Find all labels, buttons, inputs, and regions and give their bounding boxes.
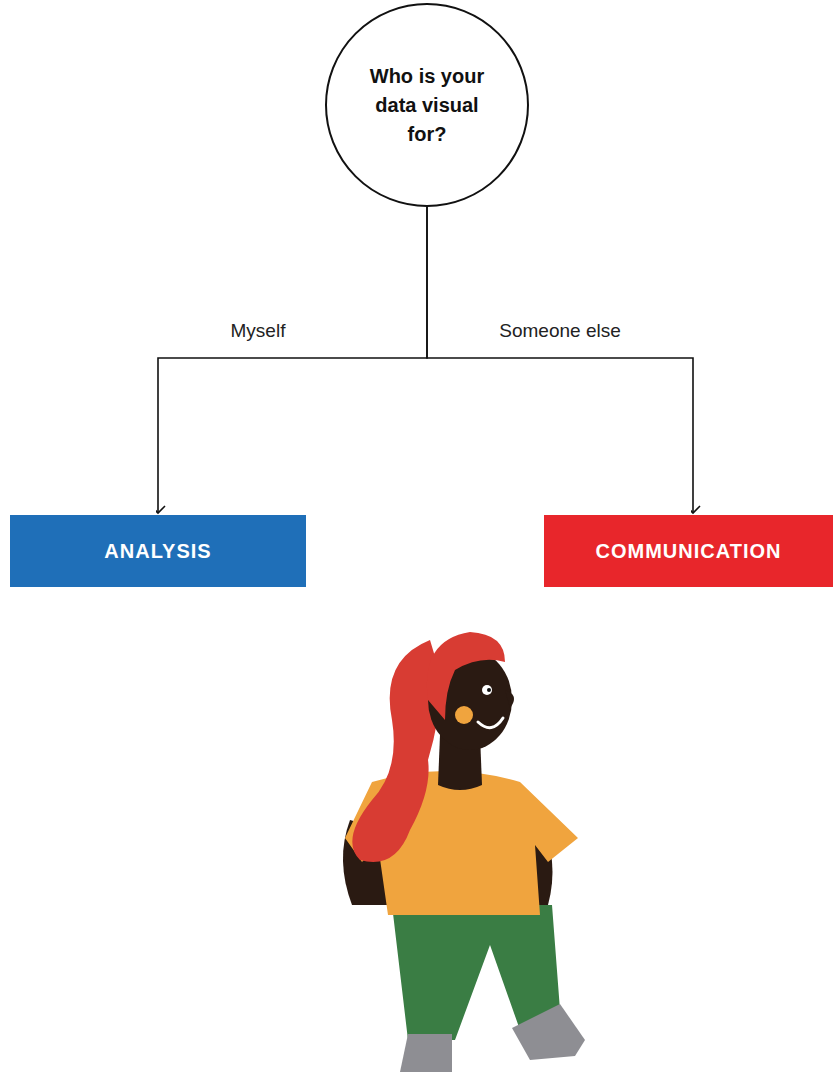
question-circle: Who is your data visual for? xyxy=(325,3,529,207)
pupil xyxy=(487,688,491,692)
box-label: COMMUNICATION xyxy=(596,540,782,563)
analysis-box: ANALYSIS xyxy=(10,515,306,587)
box-label: ANALYSIS xyxy=(104,540,211,563)
question-text: Who is your data visual for? xyxy=(362,62,492,149)
right-foot xyxy=(512,1004,585,1060)
cheek xyxy=(455,706,473,724)
circle-outline xyxy=(326,4,528,206)
left-foot xyxy=(400,1034,452,1072)
communication-box: COMMUNICATION xyxy=(544,515,833,587)
smile xyxy=(478,718,503,728)
eye xyxy=(482,685,492,695)
branch-arrow xyxy=(427,207,693,513)
branch-label: Someone else xyxy=(496,320,623,342)
branch-label: Myself xyxy=(228,320,289,342)
branch-arrow xyxy=(158,207,427,513)
nose xyxy=(505,690,514,708)
